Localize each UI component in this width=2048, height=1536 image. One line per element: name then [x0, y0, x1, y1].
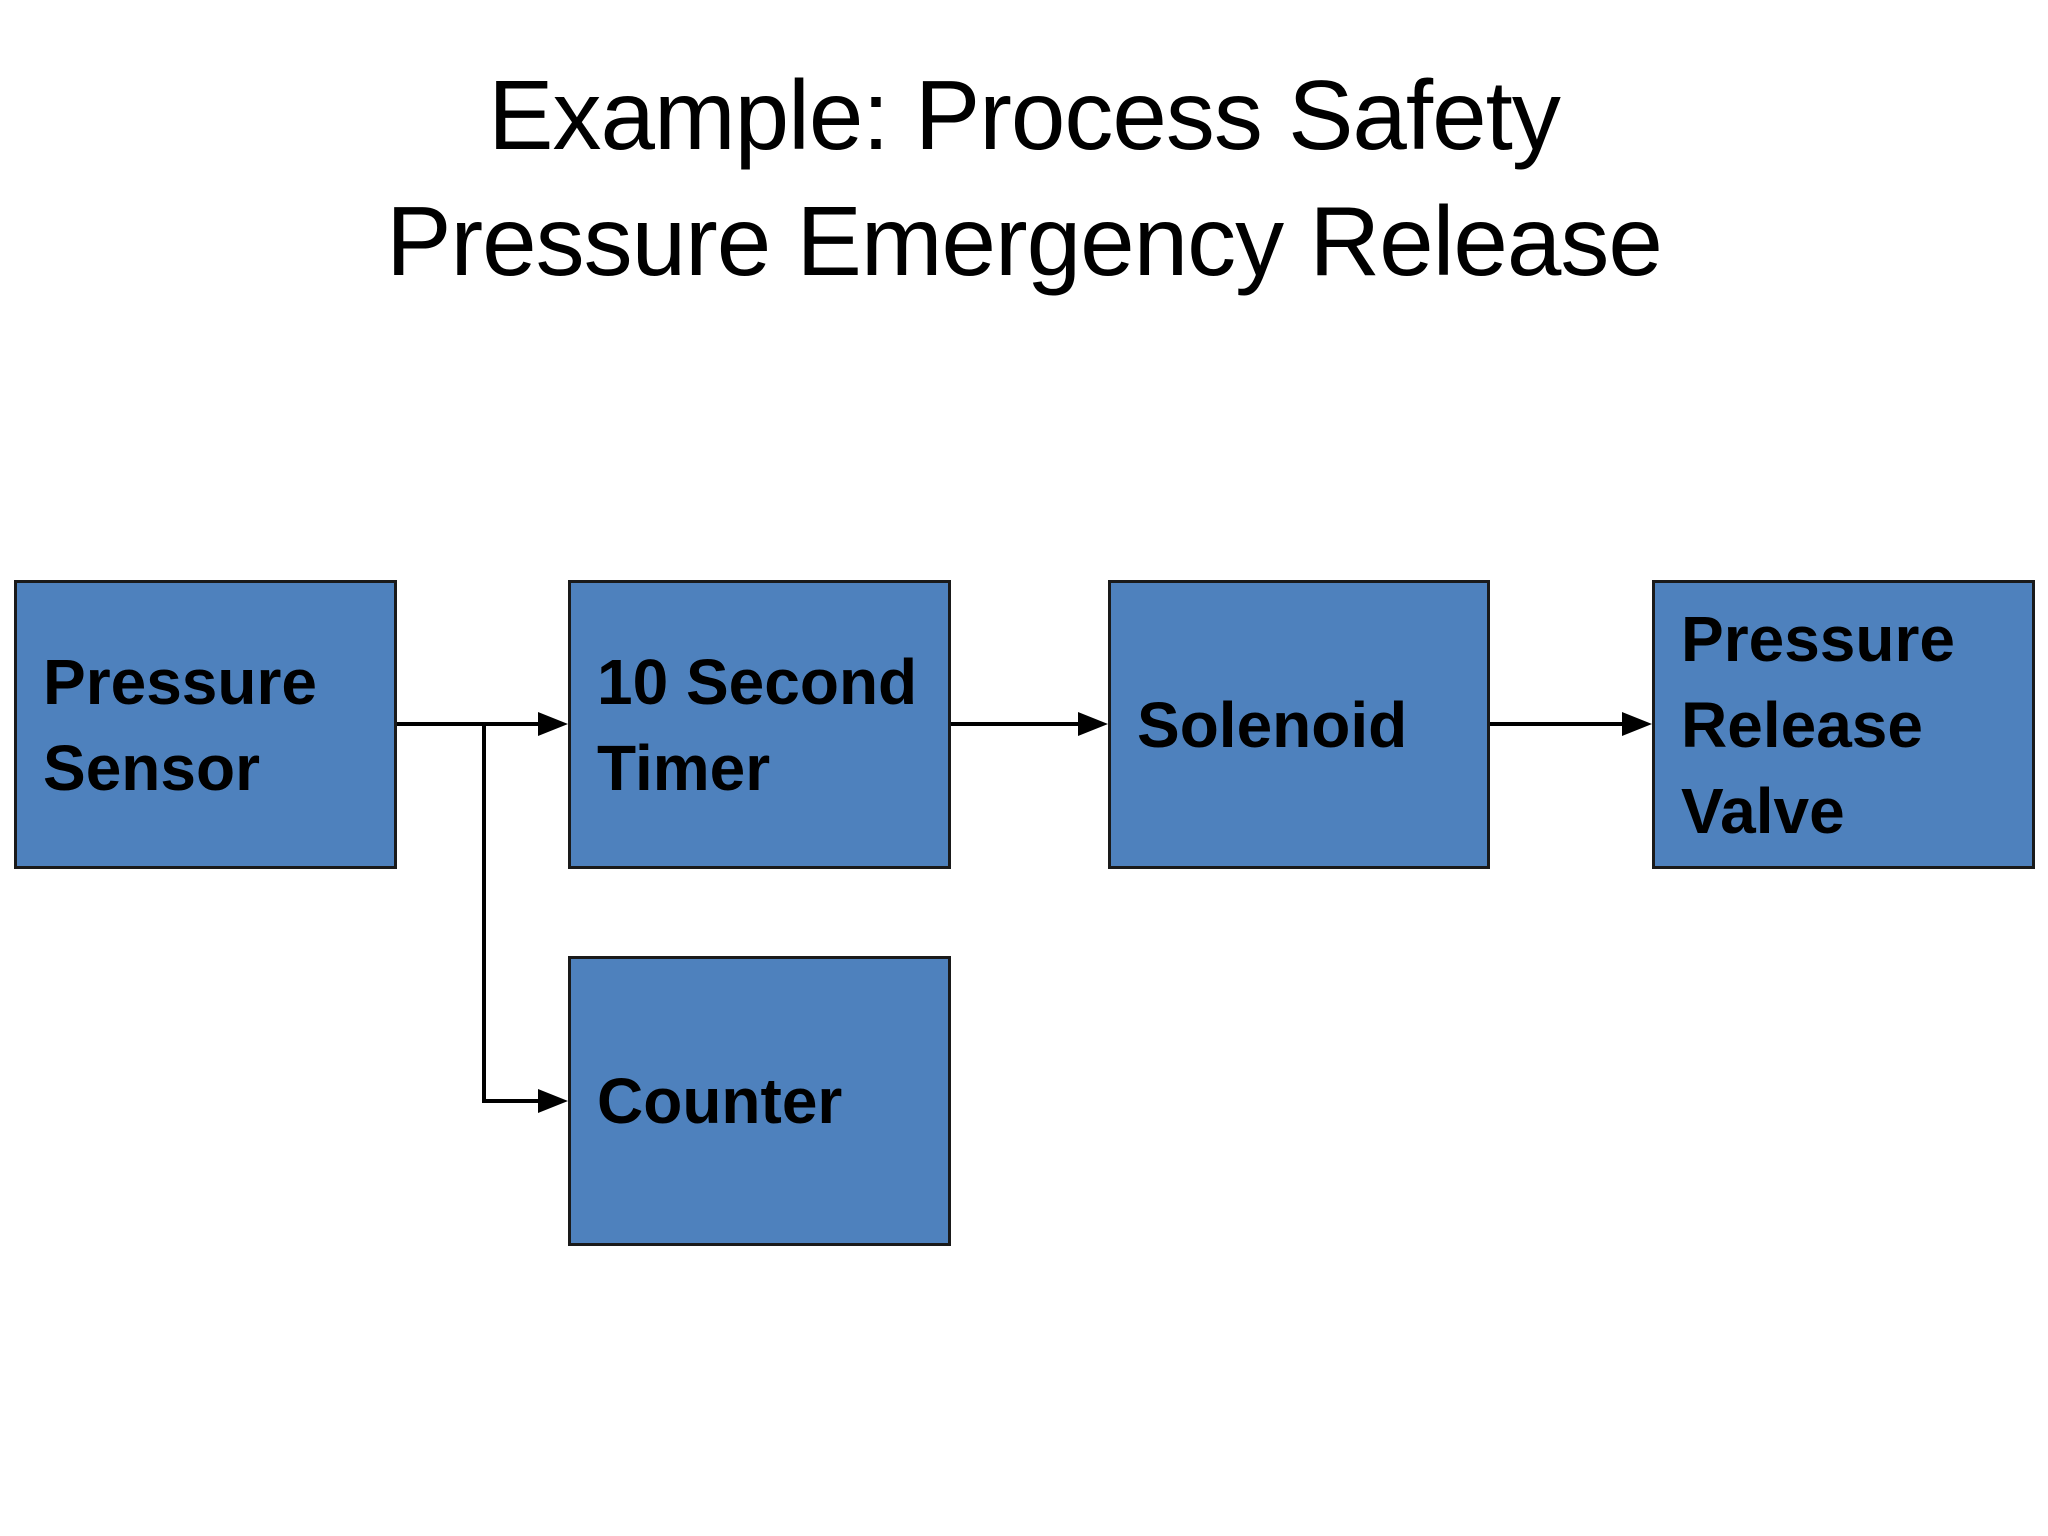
node-pressure-release-valve-label-line: Valve: [1681, 774, 1845, 847]
node-pressure-release-valve-label-line: Pressure: [1681, 602, 1955, 675]
node-pressure-sensor: Pressure Sensor: [14, 580, 397, 869]
node-counter-label-line: Counter: [597, 1065, 843, 1137]
node-pressure-sensor-label-line: Sensor: [43, 731, 260, 804]
node-ten-second-timer-label-line: Timer: [597, 731, 771, 804]
edge-pressure-sensor-to-counter: [482, 724, 568, 1113]
node-pressure-release-valve-label-line: Release: [1681, 688, 1923, 761]
slide-title-line-1: Example: Process Safety: [488, 60, 1561, 170]
edge-pressure-sensor-to-timer: [397, 712, 568, 736]
slide-title-line-2: Pressure Emergency Release: [386, 186, 1663, 296]
slide-title: Example: Process Safety Pressure Emergen…: [0, 52, 2048, 304]
node-pressure-release-valve: Pressure Release Valve: [1652, 580, 2035, 869]
node-counter: Counter: [568, 956, 951, 1246]
node-ten-second-timer: 10 Second Timer: [568, 580, 951, 869]
edge-timer-to-solenoid: [951, 712, 1108, 736]
arrow-head-icon: [538, 712, 568, 736]
node-solenoid-label-line: Solenoid: [1137, 688, 1408, 761]
node-ten-second-timer-label-line: 10 Second: [597, 645, 918, 718]
arrow-head-icon: [1622, 712, 1652, 736]
node-pressure-sensor-label-line: Pressure: [43, 645, 317, 718]
arrow-head-icon: [1078, 712, 1108, 736]
arrow-head-icon: [538, 1089, 568, 1113]
edge-solenoid-to-valve: [1490, 712, 1652, 736]
node-solenoid: Solenoid: [1108, 580, 1490, 869]
